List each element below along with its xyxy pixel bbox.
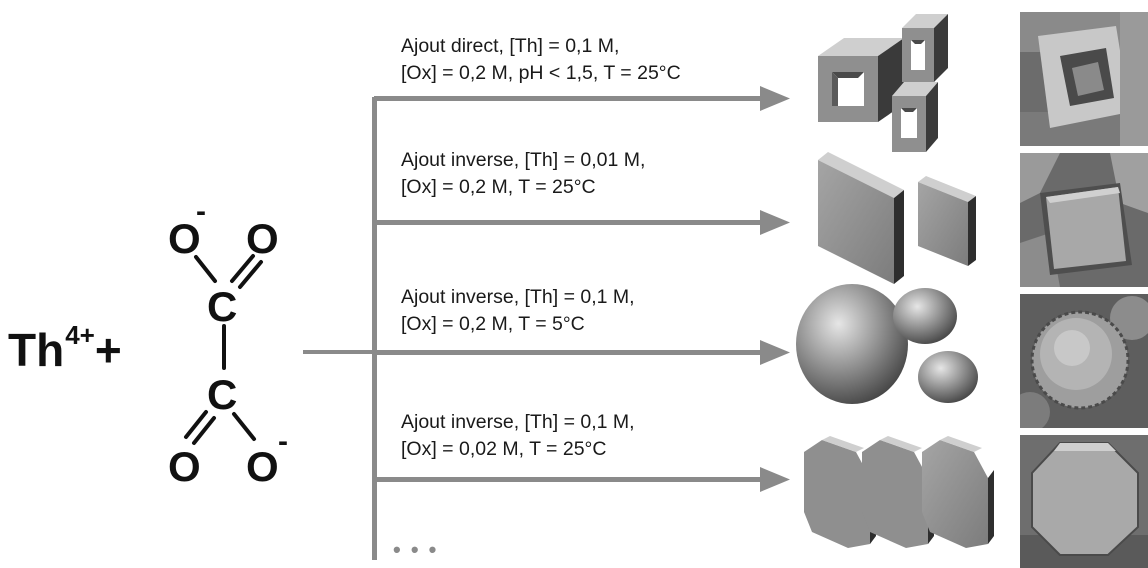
sem-micrograph-3 — [1020, 294, 1148, 428]
bond-c-o-top-double-b — [238, 260, 263, 289]
charge-top: - — [196, 195, 206, 228]
bond-o-c-top-single — [194, 255, 217, 283]
sem-micrograph-4 — [1020, 435, 1148, 568]
continuation-marker: • • • — [393, 537, 439, 562]
route-1-line-2: [Ox] = 0,2 M, pH < 1,5, T = 25°C — [401, 62, 681, 84]
atom-c-top: C — [207, 283, 238, 330]
route-conditions-2: Ajout inverse, [Th] = 0,01 M, [Ox] = 0,2… — [401, 147, 645, 201]
arrowhead-4 — [760, 467, 790, 492]
arrowhead-2 — [760, 210, 790, 235]
arrowhead-1 — [760, 86, 790, 111]
square-plate-crystals-icon — [818, 152, 976, 284]
route-4-line-2: [Ox] = 0,02 M, T = 25°C — [401, 438, 607, 460]
charge-bottom: - — [278, 425, 288, 458]
route-conditions-4: Ajout inverse, [Th] = 0,1 M, [Ox] = 0,02… — [401, 409, 635, 463]
sem-micrograph-2 — [1020, 153, 1148, 287]
bond-c-o-bottom-double-b — [192, 416, 216, 445]
branch-line-4 — [374, 477, 764, 482]
cation-charge: 4+ — [65, 320, 95, 350]
route-conditions-1: Ajout direct, [Th] = 0,1 M, [Ox] = 0,2 M… — [401, 33, 681, 87]
atom-c-bottom: C — [207, 371, 238, 418]
route-3-line-1: Ajout inverse, [Th] = 0,1 M, — [401, 286, 635, 308]
bond-c-o-bottom-single — [232, 412, 256, 441]
input-arrow-line — [303, 350, 374, 354]
route-conditions-3: Ajout inverse, [Th] = 0,1 M, [Ox] = 0,2 … — [401, 284, 635, 338]
branch-line-1 — [374, 96, 764, 101]
atom-o-bottom-left: O — [168, 443, 201, 490]
branch-line-2 — [374, 220, 764, 225]
route-4-line-1: Ajout inverse, [Th] = 0,1 M, — [401, 411, 635, 433]
plus-sign: + — [94, 324, 122, 376]
arrowhead-3 — [760, 340, 790, 365]
atom-o-bottom-right: O — [246, 443, 279, 490]
sem-micrograph-1 — [1020, 12, 1148, 146]
square-frame-crystals-icon — [818, 14, 948, 152]
route-1-line-1: Ajout direct, [Th] = 0,1 M, — [401, 35, 620, 57]
thorium-ion-label: Th4++ — [8, 312, 122, 373]
route-2-line-1: Ajout inverse, [Th] = 0,01 M, — [401, 149, 646, 171]
atom-o-top-left: O — [168, 215, 201, 262]
atom-o-top-right: O — [246, 215, 279, 262]
bond-c-o-top-double-a — [230, 254, 255, 283]
route-2-line-2: [Ox] = 0,2 M, T = 25°C — [401, 176, 596, 198]
route-3-line-2: [Ox] = 0,2 M, T = 5°C — [401, 313, 585, 335]
vertical-trunk — [372, 97, 377, 560]
branch-line-3 — [374, 350, 764, 355]
bond-c-o-bottom-double-a — [184, 410, 208, 439]
cation-symbol: Th — [8, 324, 65, 376]
octagonal-plate-crystals-icon — [804, 436, 994, 548]
ellipsoid-crystals-icon — [796, 284, 978, 404]
